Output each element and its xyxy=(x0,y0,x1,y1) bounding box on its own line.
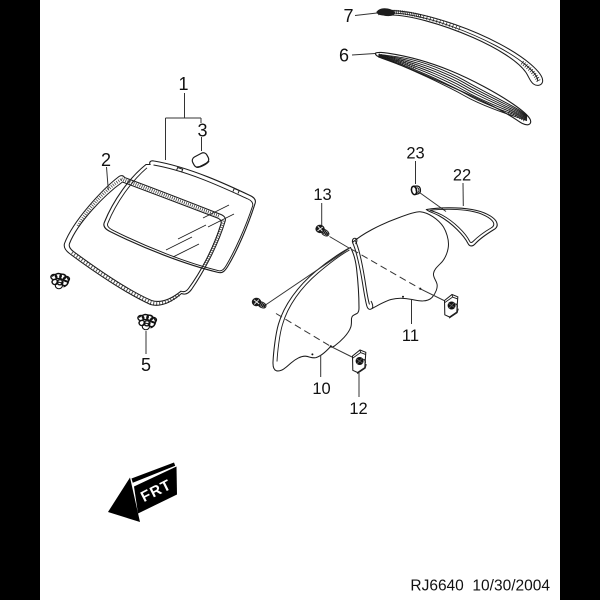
svg-text:12: 12 xyxy=(349,400,367,418)
svg-text:3: 3 xyxy=(197,121,207,141)
svg-text:7: 7 xyxy=(343,6,353,26)
svg-text:2: 2 xyxy=(101,150,111,170)
svg-text:23: 23 xyxy=(406,145,424,163)
svg-text:22: 22 xyxy=(453,167,471,185)
svg-text:1: 1 xyxy=(178,74,188,94)
svg-text:5: 5 xyxy=(141,355,151,375)
svg-text:10: 10 xyxy=(312,380,330,398)
svg-text:6: 6 xyxy=(339,46,349,66)
svg-text:11: 11 xyxy=(402,327,419,345)
svg-text:13: 13 xyxy=(313,186,331,204)
svg-text:RJ6640 10/30/2004: RJ6640 10/30/2004 xyxy=(410,578,550,595)
